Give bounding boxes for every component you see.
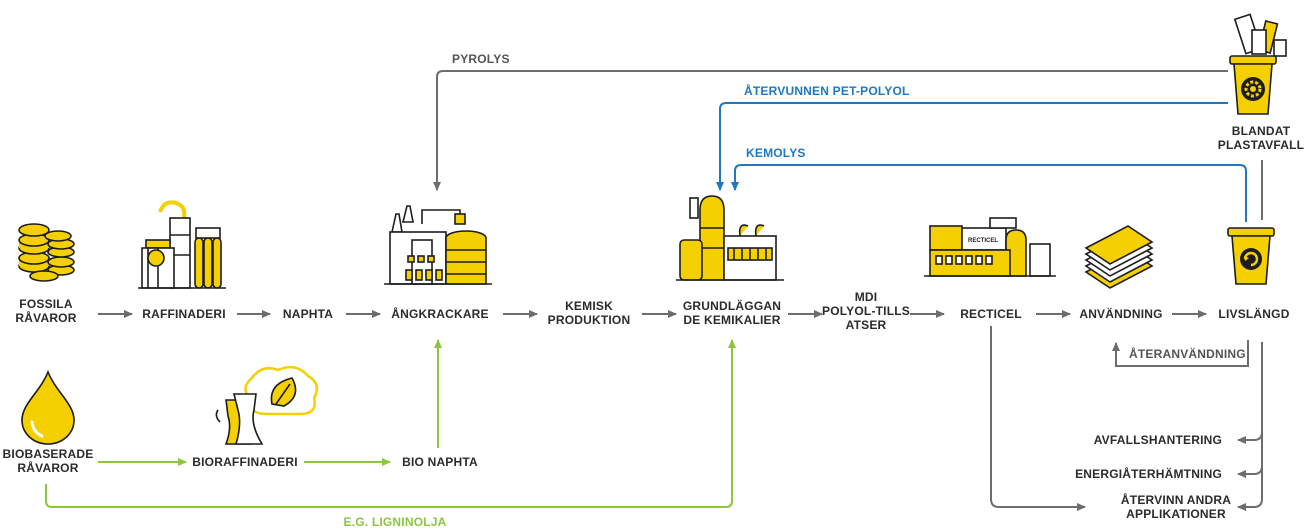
fossila-label-line1: FOSSILA <box>19 297 73 311</box>
grund-label-line2: DE KEMIKALIER <box>683 313 780 327</box>
kemolys-label: KEMOLYS <box>746 146 806 160</box>
ligninolja-label: E.G. LIGNINOLJA <box>343 515 446 529</box>
recticel-label: RECTICEL <box>960 307 1022 321</box>
atervinn-label-line1: ÅTERVINN ANDRA <box>1121 492 1231 507</box>
atervinn-line <box>1237 466 1263 511</box>
atervinn-label-line2: APPLIKATIONER <box>1126 507 1226 521</box>
energi-line <box>1237 430 1263 478</box>
blandat-label-line2: PLASTAVFALL <box>1218 138 1304 152</box>
energi-label: ENERGIÅTERHÄMTNING <box>1075 466 1222 481</box>
ateranvandning-label: ÅTERANVÄNDNING <box>1129 346 1246 361</box>
angkrackare-label: ÅNGKRACKARE <box>391 306 489 321</box>
svg-text:RECTICEL: RECTICEL <box>968 238 998 244</box>
biobaserade-label-line2: RÅVAROR <box>17 460 78 475</box>
node-biobaserade: BIOBASERADE RÅVAROR <box>3 447 94 475</box>
foam-sheets-icon <box>1084 225 1154 289</box>
atervunnen-label: ÅTERVUNNEN PET-POLYOL <box>744 83 910 98</box>
mixed-plastic-waste-bin-icon <box>1229 13 1287 115</box>
bionaphta-label: BIO NAPHTA <box>402 455 478 469</box>
pyrolys-line <box>433 70 1228 191</box>
mdi-label-line3: ATSER <box>846 318 887 332</box>
recycle-bin-icon <box>1227 227 1275 285</box>
kemolys-line <box>731 164 1247 222</box>
kemisk-label-line1: KEMISK <box>565 299 613 313</box>
mdi-label-line2: POLYOL-TILLS <box>822 304 910 318</box>
raffinaderi-label: RAFFINADERI <box>142 307 226 321</box>
recticel-atervinn-line <box>990 326 1086 511</box>
grund-label-line1: GRUNDLÄGGAN <box>683 298 781 313</box>
anvandning-label: ANVÄNDNING <box>1079 306 1162 321</box>
node-grund: GRUNDLÄGGAN DE KEMIKALIER <box>683 298 781 327</box>
node-blandat: BLANDAT PLASTAVFALL <box>1218 124 1304 152</box>
fossila-label-line2: RÅVAROR <box>15 310 76 325</box>
biorefinery-icon <box>215 365 319 445</box>
ligninolja-line <box>45 339 736 508</box>
livslangd-label: LIVSLÄNGD <box>1218 306 1289 321</box>
steam-cracker-icon <box>384 205 492 285</box>
kemisk-label-line2: PRODUKTION <box>548 313 631 327</box>
chemical-plant-icon <box>676 195 784 281</box>
node-atervinn: ÅTERVINN ANDRA APPLIKATIONER <box>1121 492 1231 521</box>
biobaserade-label-line1: BIOBASERADE <box>3 447 94 461</box>
oil-drop-icon <box>21 369 75 445</box>
oil-barrels-icon <box>18 223 75 282</box>
ateranvandning-line <box>1112 340 1249 367</box>
node-kemisk: KEMISK PRODUKTION <box>548 299 631 327</box>
recticel-factory-icon: RECTICEL <box>924 217 1056 277</box>
node-fossila: FOSSILA RÅVAROR <box>15 297 76 325</box>
atervunnen-line <box>716 102 1228 191</box>
bioraffinaderi-label: BIORAFFINADERI <box>192 455 297 469</box>
refinery-icon <box>138 200 226 289</box>
pyrolys-label: PYROLYS <box>452 52 510 66</box>
node-mdi: MDI POLYOL-TILLS ATSER <box>822 290 910 332</box>
blandat-label-line1: BLANDAT <box>1232 124 1291 138</box>
mdi-label-line1: MDI <box>855 290 878 304</box>
naphta-label: NAPHTA <box>283 307 333 321</box>
avfall-label: AVFALLSHANTERING <box>1094 433 1222 447</box>
